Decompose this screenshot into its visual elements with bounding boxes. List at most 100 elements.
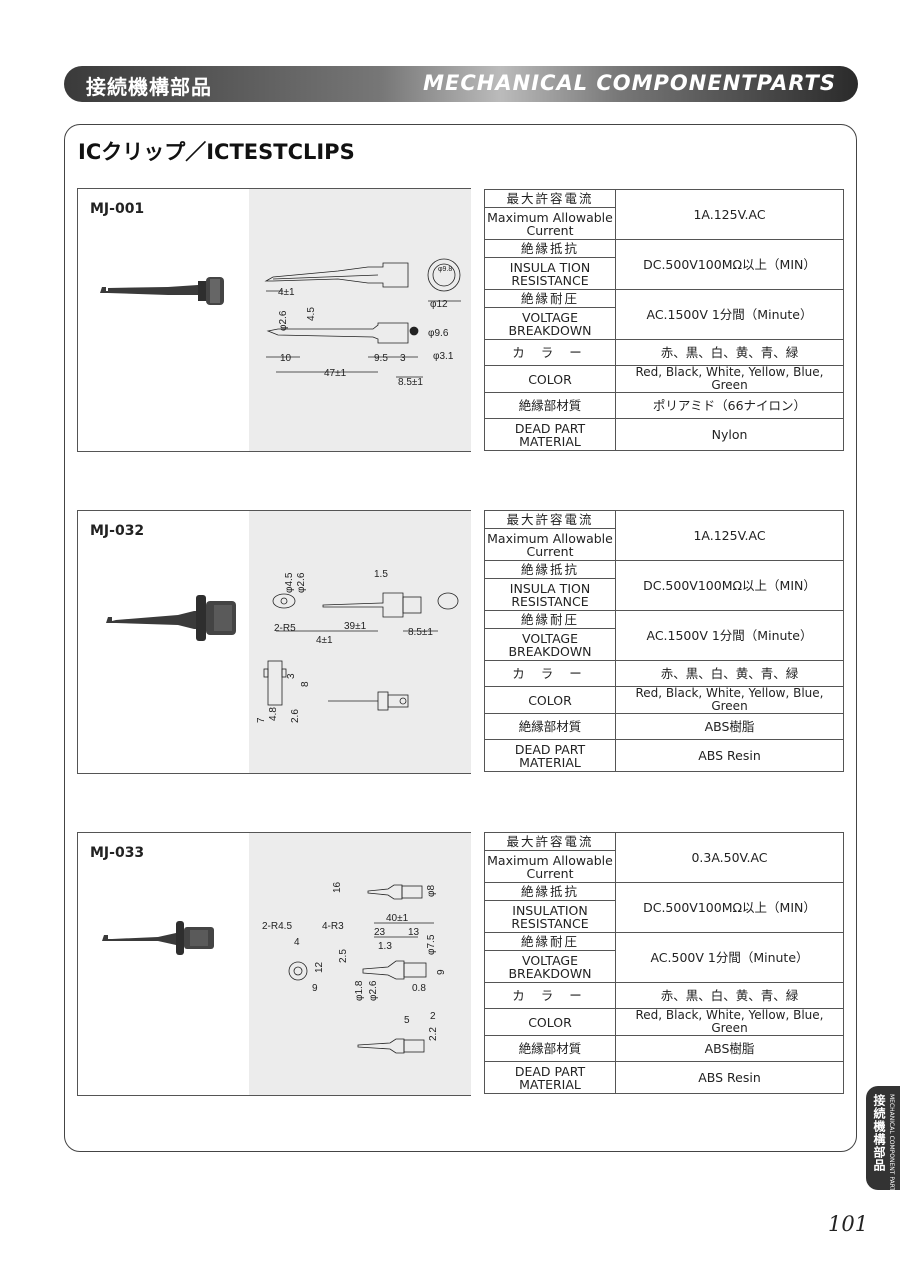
dim-label: 13 [408,927,420,938]
spec-value: Red, Black, White, Yellow, Blue, Green [615,365,844,393]
spec-label: Maximum Allowable Current [484,207,616,240]
spec-label: 絶縁抵抗 [484,560,616,579]
spec-value: ABS Resin [615,1061,844,1094]
dim-label: 4.5 [306,307,317,321]
section-title: ICクリップ／ICTESTCLIPS [78,140,355,164]
dim-label: φ12 [430,299,448,310]
dim-label: 8.5±1 [408,627,433,638]
spec-value: Red, Black, White, Yellow, Blue, Green [615,1008,844,1036]
side-index-tab[interactable] [866,1086,900,1190]
spec-value: Red, Black, White, Yellow, Blue, Green [615,686,844,714]
dim-label: φ2.6 [296,572,307,593]
dim-label: 3 [400,353,406,364]
dim-label: φ2.6 [278,310,289,331]
dim-label: φ4.5 [284,572,295,593]
header-title-en: MECHANICAL COMPONENTPARTS [423,71,836,95]
content-frame [64,124,857,1152]
drawing-area [249,511,471,773]
dim-label: 9 [436,969,447,975]
dim-label: 4 [294,937,300,948]
dim-label: 4±1 [278,287,295,298]
spec-value: AC.500V 1分間（Minute） [615,932,844,983]
spec-value: ABS樹脂 [615,713,844,740]
spec-label: 絶縁抵抗 [484,239,616,258]
product-panel-mj-032: MJ-032 φ4.5 φ2.6 1 [77,510,471,774]
clip-photo [100,277,224,305]
spec-label: DEAD PART MATERIAL [484,1061,616,1094]
dim-label: 12 [314,961,325,973]
spec-label: DEAD PART MATERIAL [484,739,616,772]
drawing-area [249,189,471,451]
spec-value: ポリアミド（66ナイロン） [615,392,844,419]
dim-label: 2.2 [428,1027,439,1041]
dim-label: φ3.1 [433,351,454,362]
dim-label: 5 [404,1015,410,1026]
spec-value: 赤、黒、白、黄、青、緑 [615,982,844,1009]
dim-label: 16 [332,881,343,893]
drawing-area [249,833,471,1095]
spec-table-mj-032: 最大許容電流 1A.125V.AC Maximum Allowable Curr… [484,510,844,772]
dim-label: 47±1 [324,368,347,379]
spec-label: 最大許容電流 [484,832,616,851]
spec-label: COLOR [484,686,616,714]
side-view [263,660,409,711]
spec-label: VOLTAGE BREAKDOWN [484,307,616,340]
dim-label: φ7.5 [426,934,437,955]
top-view [272,592,459,632]
product-drawing: φ4.5 φ2.6 1.5 2-R5 4±1 39±1 8.5±1 3 8 4.… [106,569,459,723]
model-label: MJ-033 [90,845,145,861]
dim-label: φ1.8 [354,980,365,1001]
spec-value: AC.1500V 1分間（Minute） [615,610,844,661]
dim-label: 4.8 [268,707,279,721]
product-panel-mj-001: MJ-001 4±1 φ2.6 4 [77,188,471,452]
dim-label: 2-R4.5 [262,921,292,932]
spec-label: 絶縁部材質 [484,713,616,740]
product-drawing: 4±1 φ2.6 4.5 φ12 φ9.8 φ9.6 φ3.1 10 9.5 3… [100,258,461,388]
product-panel-mj-033: MJ-033 16 φ8 40±1 2-R4.5 4-R3 23 [77,832,471,1096]
dim-label: 0.8 [412,983,426,994]
dim-label: 4-R3 [322,921,344,932]
dim-label: 7 [256,717,267,723]
spec-label: VOLTAGE BREAKDOWN [484,950,616,983]
header-bar [64,66,858,102]
spec-label: INSULA TION RESISTANCE [484,578,616,611]
clip-photo [106,595,236,641]
spec-value: 0.3A.50V.AC [615,832,844,883]
dim-label: 1.5 [374,569,388,580]
page-number: 101 [828,1212,869,1236]
dim-label: 4±1 [316,635,333,646]
spec-label: 絶縁耐圧 [484,289,616,308]
spec-label: 絶縁部材質 [484,392,616,419]
spec-label: DEAD PART MATERIAL [484,418,616,451]
spec-value: Nylon [615,418,844,451]
model-label: MJ-032 [90,523,145,539]
product-drawing: 16 φ8 40±1 2-R4.5 4-R3 23 13 1.3 φ7.5 4 … [102,881,447,1054]
dim-label: φ8 [426,885,437,897]
dim-label: φ2.6 [368,980,379,1001]
side-tab-label-en: MECHANICAL COMPONENT PARTS [888,1094,895,1195]
dim-label: 23 [374,927,386,938]
dim-label: 2.6 [290,709,301,723]
dim-label: φ9.6 [428,328,449,339]
dim-label: 9.5 [374,353,388,364]
top-view [264,258,461,302]
dim-label: 9 [312,983,318,994]
side-tab-label-jp: 接続機構部品 [872,1094,886,1172]
spec-label: INSULATION RESISTANCE [484,900,616,933]
dim-label: 2 [430,1011,436,1022]
spec-label: INSULA TION RESISTANCE [484,257,616,290]
spec-label: 絶縁部材質 [484,1035,616,1062]
spec-label: 絶縁耐圧 [484,610,616,629]
spec-value: 赤、黒、白、黄、青、緑 [615,660,844,687]
dim-label: φ9.8 [438,266,452,273]
model-label: MJ-001 [90,201,145,217]
dim-label: 2.5 [338,949,349,963]
dim-label: 2-R5 [274,623,296,634]
spec-label: Maximum Allowable Current [484,850,616,883]
dim-label: 8 [300,681,311,687]
spec-label: COLOR [484,365,616,393]
spec-label: VOLTAGE BREAKDOWN [484,628,616,661]
spec-label: 絶縁耐圧 [484,932,616,951]
spec-table-mj-001: 最大許容電流 1A.125V.AC Maximum Allowable Curr… [484,189,844,451]
spec-label: 最大許容電流 [484,510,616,529]
